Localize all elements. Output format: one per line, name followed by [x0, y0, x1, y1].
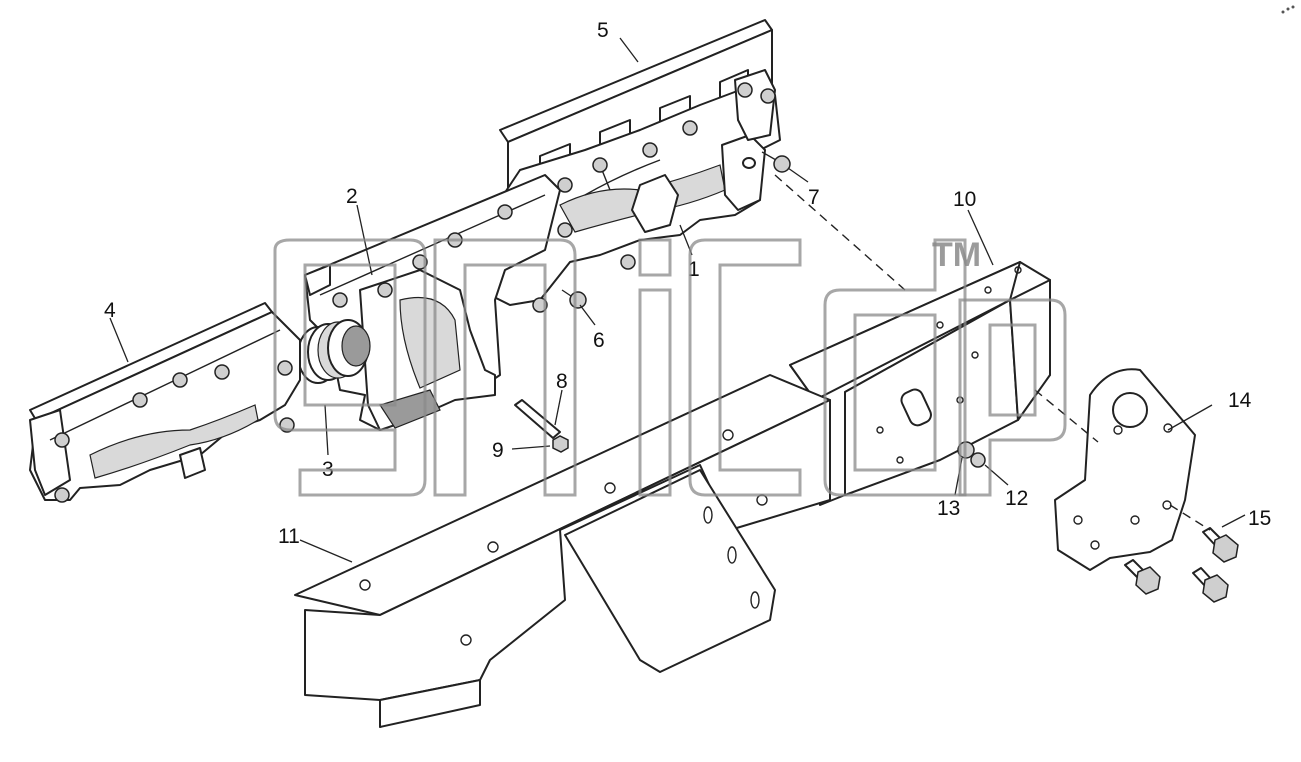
- leader-8: [554, 389, 563, 426]
- bracket-plate-part-14: [1054, 368, 1196, 571]
- bolt-15c: [1192, 567, 1229, 603]
- callout-5: 5: [597, 19, 609, 42]
- callout-6: 6: [593, 329, 605, 352]
- bellows-joint-part-3: [297, 319, 371, 384]
- callout-2: 2: [346, 185, 358, 208]
- bolt-15a: [1202, 527, 1239, 563]
- watermark: TM: [273, 236, 1067, 497]
- leader-6: [579, 304, 596, 326]
- exhaust-manifold-front-part-4: [29, 302, 301, 501]
- watermark-letter-n: [433, 238, 577, 497]
- alignment-line-manifold: [774, 174, 906, 291]
- watermark-letter-g: [273, 238, 427, 497]
- watermark-letter-c: [688, 238, 802, 497]
- leader-10: [967, 209, 994, 266]
- bolts-part-15: [1124, 527, 1239, 603]
- corner-mark: [1281, 5, 1295, 14]
- leader-7: [787, 167, 809, 183]
- callout-11: 11: [278, 525, 300, 548]
- callout-10: 10: [953, 188, 976, 211]
- watermark-letter-d: [823, 238, 967, 497]
- bolt-part-7: [761, 151, 791, 173]
- alignment-line-bolt: [1169, 504, 1211, 531]
- callout-9: 9: [492, 439, 504, 462]
- leader-15: [1221, 514, 1246, 528]
- bolt-15b: [1124, 559, 1161, 595]
- alignment-line-plate: [1034, 389, 1099, 443]
- watermark-letter-i: [638, 238, 672, 497]
- leader-14: [1167, 404, 1213, 431]
- leader-4: [109, 317, 129, 363]
- callout-8: 8: [556, 370, 568, 393]
- callout-1: 1: [688, 258, 700, 281]
- bolt-part-12: [970, 452, 986, 468]
- bracket-part-10: [789, 261, 1051, 506]
- callout-7: 7: [808, 186, 820, 209]
- callout-14: 14: [1228, 389, 1252, 412]
- stud-part-8: [514, 399, 561, 439]
- watermark-letter-p: [958, 298, 1067, 497]
- leader-11: [299, 539, 353, 563]
- watermark-trademark: TM: [932, 236, 981, 274]
- callout-12: 12: [1005, 487, 1028, 510]
- callout-4: 4: [104, 299, 116, 322]
- callout-15: 15: [1248, 507, 1271, 530]
- nut-part-9: [552, 435, 569, 453]
- callout-13: 13: [937, 497, 960, 520]
- leader-5: [619, 37, 639, 63]
- leader-12: [984, 464, 1009, 486]
